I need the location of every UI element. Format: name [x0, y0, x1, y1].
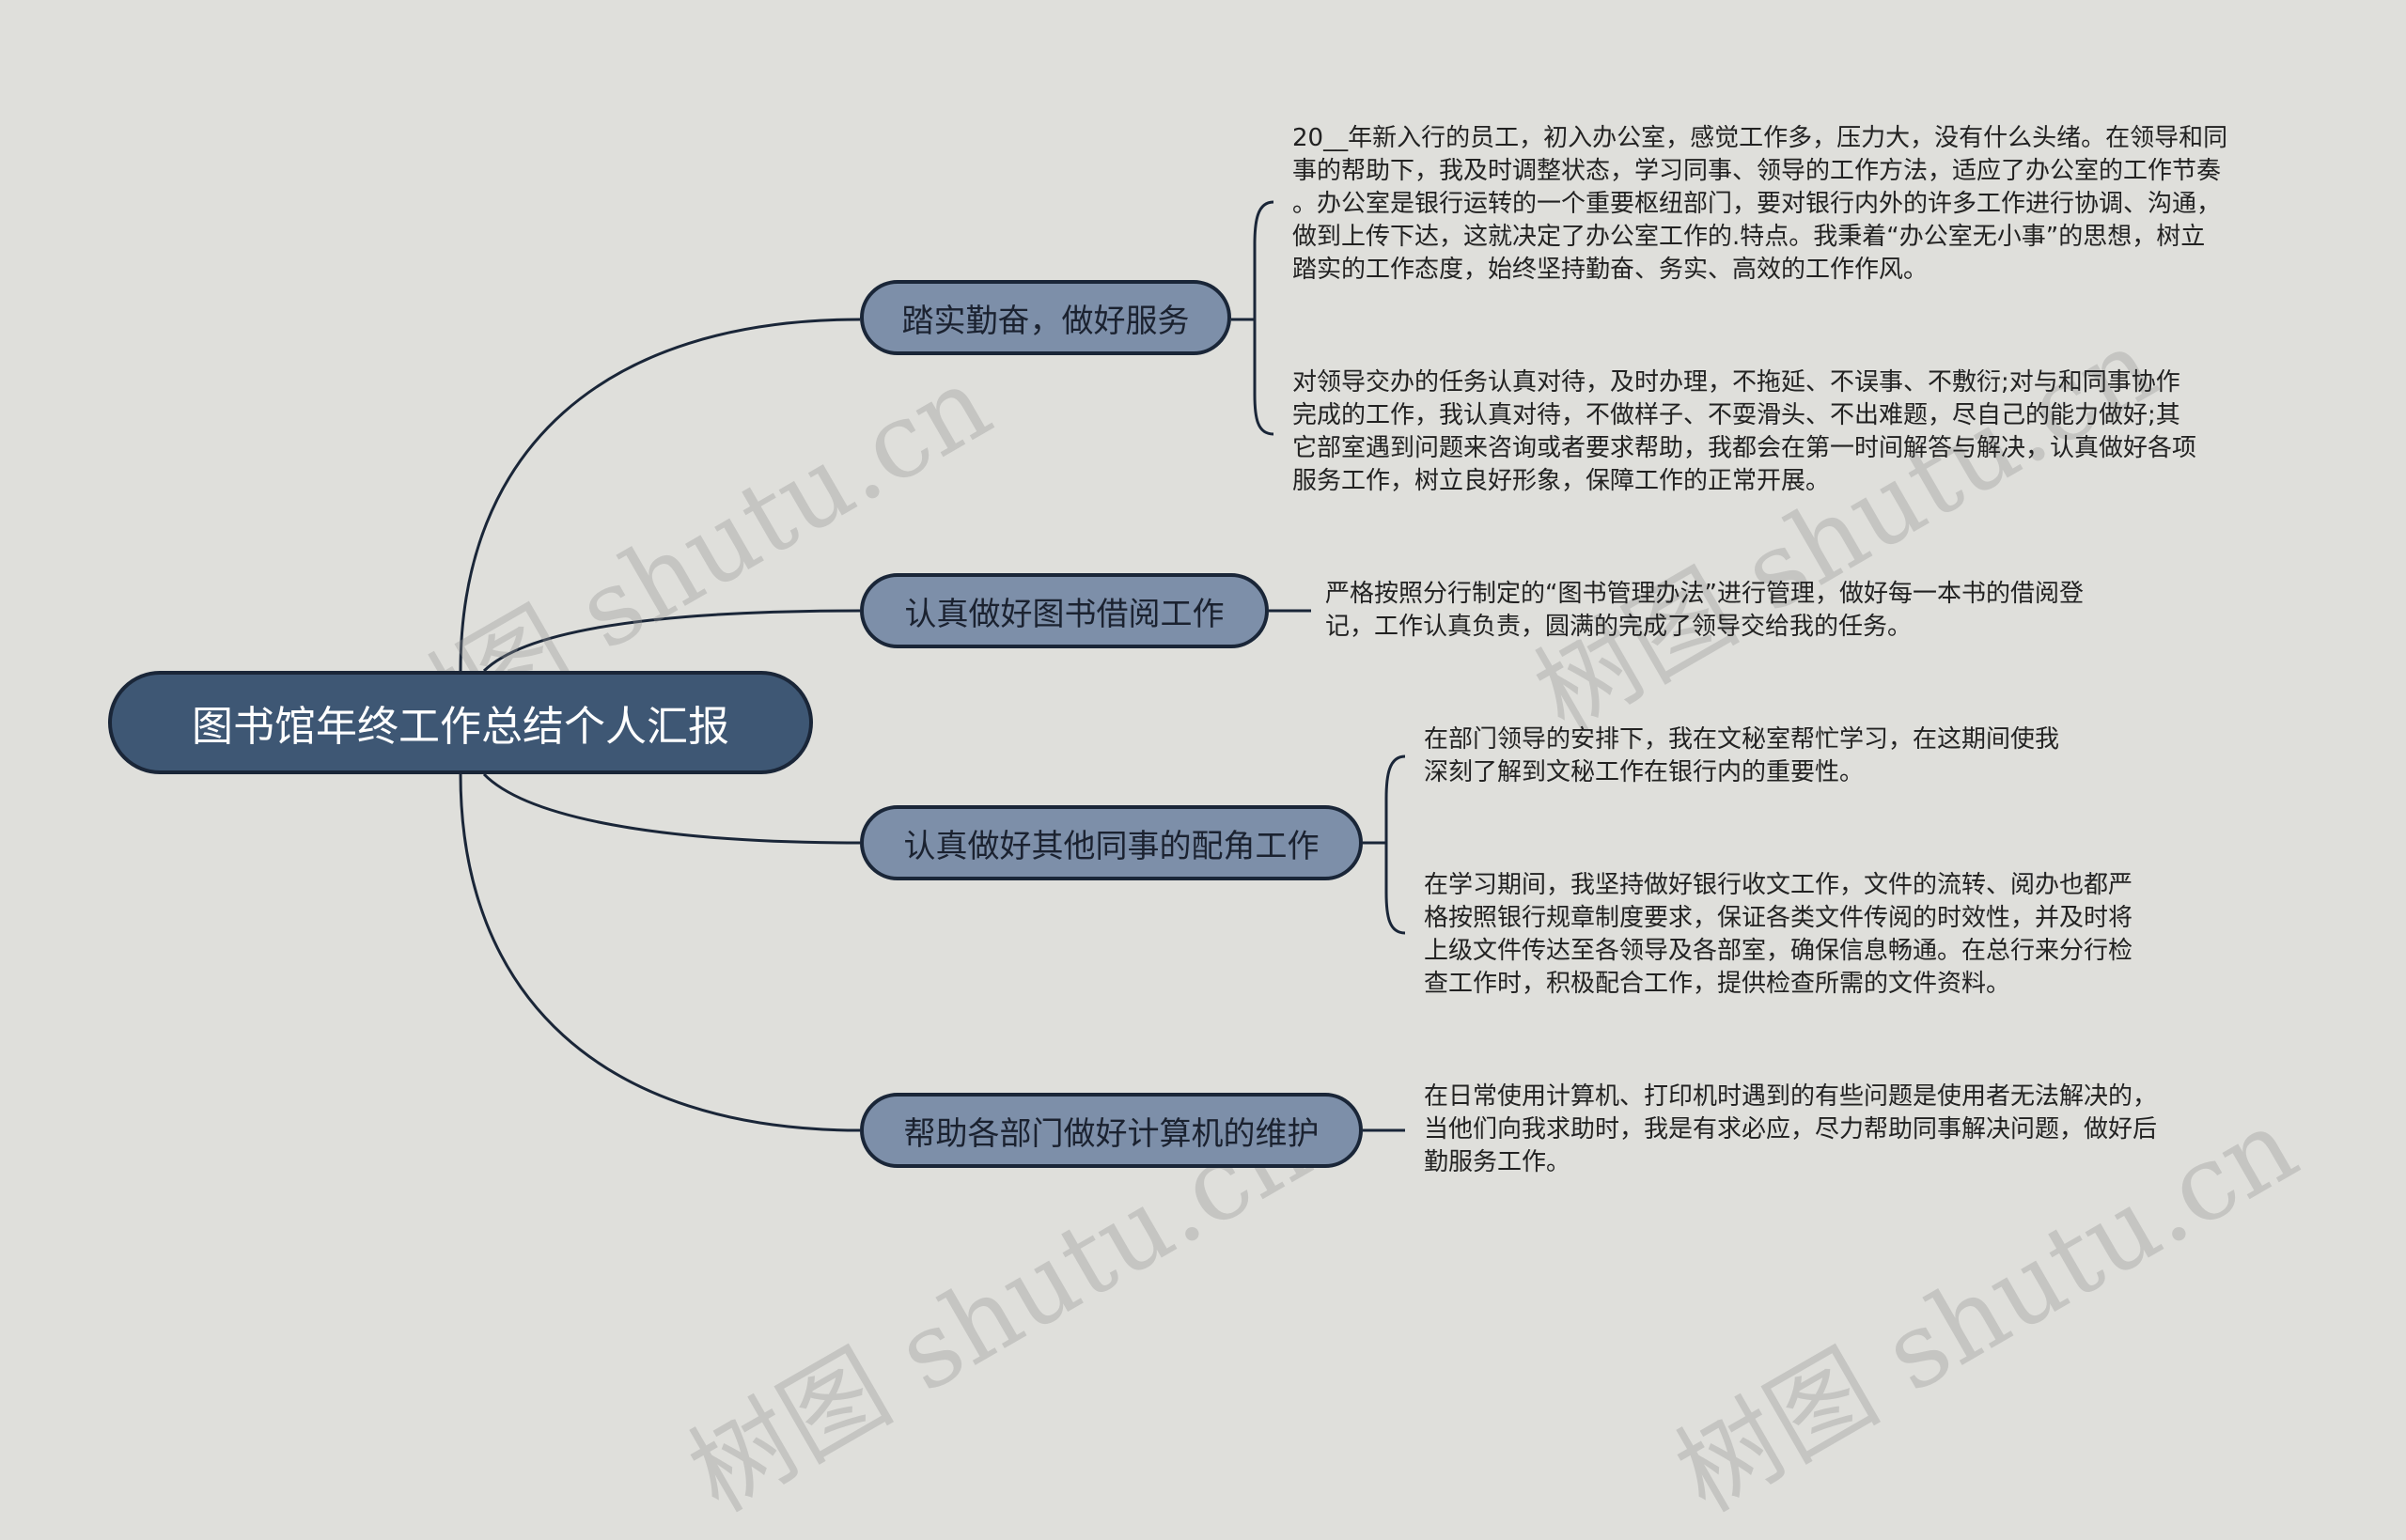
connector-layer — [459, 200, 1406, 1132]
leaf-text: 在学习期间，我坚持做好银行收文工作，文件的流转、阅办也都严 格按照银行规章制度要… — [1424, 871, 2133, 998]
connector-branch-1-leaves — [1231, 200, 1274, 436]
branch-topic-1[interactable]: 踏实勤奋，做好服务 — [860, 280, 1231, 355]
connector-root-branch-2 — [482, 609, 861, 673]
connector-branch-3-leaves — [1363, 754, 1406, 935]
branch-topic-3[interactable]: 认真做好其他同事的配角工作 — [860, 805, 1363, 880]
leaf-text: 20__年新入行的员工，初入办公室，感觉工作多，压力大，没有什么头绪。在领导和同… — [1292, 124, 2228, 284]
leaf-text: 严格按照分行制定的“图书管理办法”进行管理，做好每一本书的借阅登 记，工作认真负… — [1325, 580, 2084, 641]
root-topic[interactable]: 图书馆年终工作总结个人汇报 — [108, 671, 813, 774]
branch-topic-2[interactable]: 认真做好图书借阅工作 — [860, 573, 1269, 648]
leaf-text: 在部门领导的安排下，我在文秘室帮忙学习，在这期间使我 深刻了解到文秘工作在银行内… — [1424, 725, 2060, 786]
connector-root-branch-4 — [459, 773, 861, 1132]
branch-topic-4[interactable]: 帮助各部门做好计算机的维护 — [860, 1093, 1363, 1168]
connector-root-branch-1 — [459, 318, 861, 672]
connector-root-branch-3 — [482, 772, 861, 845]
leaf-text: 对领导交办的任务认真对待，及时办理，不拖延、不误事、不敷衍;对与和同事协作 完成… — [1292, 368, 2197, 495]
leaf-text: 在日常使用计算机、打印机时遇到的有些问题是使用者无法解决的， 当他们向我求助时，… — [1424, 1082, 2158, 1176]
